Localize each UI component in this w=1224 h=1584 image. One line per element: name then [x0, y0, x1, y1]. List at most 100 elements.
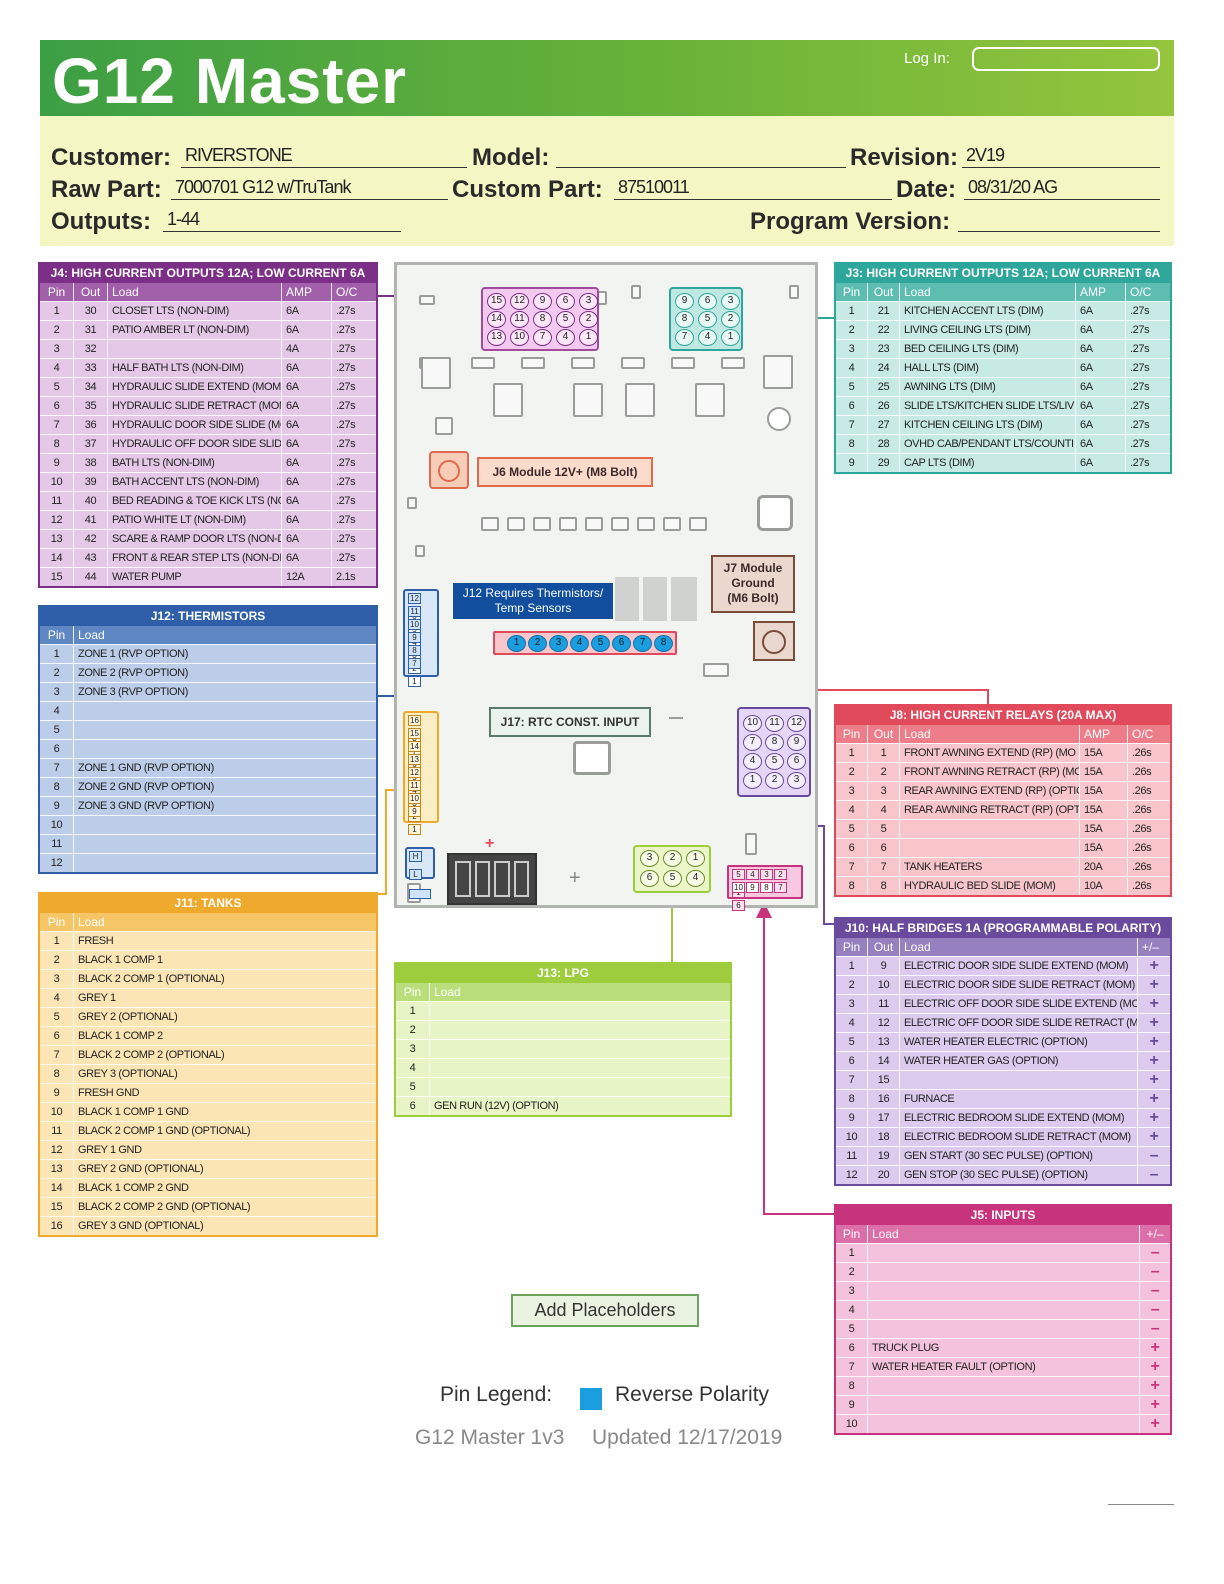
connector-pin[interactable]: 5	[698, 311, 717, 328]
connector-pin[interactable]: 1	[743, 772, 762, 789]
connector-pin[interactable]: 3	[721, 293, 740, 310]
table-row[interactable]: 10	[40, 815, 376, 834]
connector-pin[interactable]: 6	[612, 635, 631, 652]
connector-pin[interactable]: 6	[787, 753, 806, 770]
connector-pin[interactable]: 7	[533, 329, 552, 346]
connector-pin[interactable]: 9	[408, 806, 421, 817]
connector-pin[interactable]: 9	[533, 293, 552, 310]
connector-pin[interactable]: 7	[743, 734, 762, 751]
table-row[interactable]: 5–	[836, 1319, 1170, 1338]
connector-pin[interactable]: 13	[408, 754, 421, 765]
raw-part-field[interactable]: 7000701 G12 w/TruTank	[171, 176, 448, 200]
table-row[interactable]: 12	[40, 853, 376, 872]
connector-pin[interactable]: 4	[556, 329, 575, 346]
connector-pin[interactable]: 3	[549, 635, 568, 652]
j12-connector[interactable]: 126115104938271	[403, 589, 439, 687]
connector-pin[interactable]: 12	[787, 715, 806, 732]
table-row[interactable]: 9+	[836, 1395, 1170, 1414]
table-row[interactable]: 10+	[836, 1414, 1170, 1433]
j6-bolt[interactable]	[429, 451, 469, 489]
connector-pin[interactable]: 1	[686, 850, 705, 867]
connector-pin[interactable]: 11	[408, 780, 421, 791]
connector-pin[interactable]: 4	[570, 635, 589, 652]
program-version-field[interactable]	[958, 208, 1160, 232]
model-field[interactable]	[556, 144, 846, 168]
connector-pin[interactable]: 1	[408, 824, 421, 835]
date-field[interactable]: 08/31/20 AG	[964, 176, 1160, 200]
connector-pin[interactable]: 12	[408, 767, 421, 778]
connector-pin[interactable]: 11	[408, 606, 421, 617]
connector-pin[interactable]: 9	[675, 293, 694, 310]
connector-pin[interactable]: 1	[579, 329, 598, 346]
connector-pin[interactable]: 3	[787, 772, 806, 789]
connector-pin[interactable]: 4	[686, 870, 705, 887]
connector-pin[interactable]: 15	[408, 728, 421, 739]
connector-pin[interactable]: 7	[408, 658, 421, 669]
connector-pin[interactable]: 8	[675, 311, 694, 328]
connector-pin[interactable]: 12	[510, 293, 529, 310]
connector-pin[interactable]: 10	[743, 715, 762, 732]
j5-connector[interactable]: 54321109876	[727, 865, 803, 911]
connector-pin[interactable]: 7	[774, 882, 787, 893]
connector-pin[interactable]: 4	[743, 753, 762, 770]
connector-pin[interactable]: 6	[698, 293, 717, 310]
customer-field[interactable]: RIVERSTONE	[181, 144, 467, 168]
connector-pin[interactable]: 2	[528, 635, 547, 652]
j17-connector[interactable]: HL	[405, 847, 435, 899]
j7-bolt[interactable]	[753, 621, 795, 661]
connector-pin[interactable]: 3	[640, 850, 659, 867]
custom-part-field[interactable]: 87510011	[614, 176, 892, 200]
table-row[interactable]: 3–	[836, 1281, 1170, 1300]
table-row[interactable]: 1–	[836, 1243, 1170, 1262]
connector-pin[interactable]: 8	[408, 645, 421, 656]
connector-pin[interactable]: 8	[760, 882, 773, 893]
connector-pin[interactable]: 13	[487, 329, 506, 346]
add-placeholders-button[interactable]: Add Placeholders	[511, 1294, 699, 1327]
connector-pin[interactable]: 2	[579, 311, 598, 328]
connector-pin[interactable]: 3	[760, 869, 773, 880]
table-row[interactable]: 4	[40, 701, 376, 720]
